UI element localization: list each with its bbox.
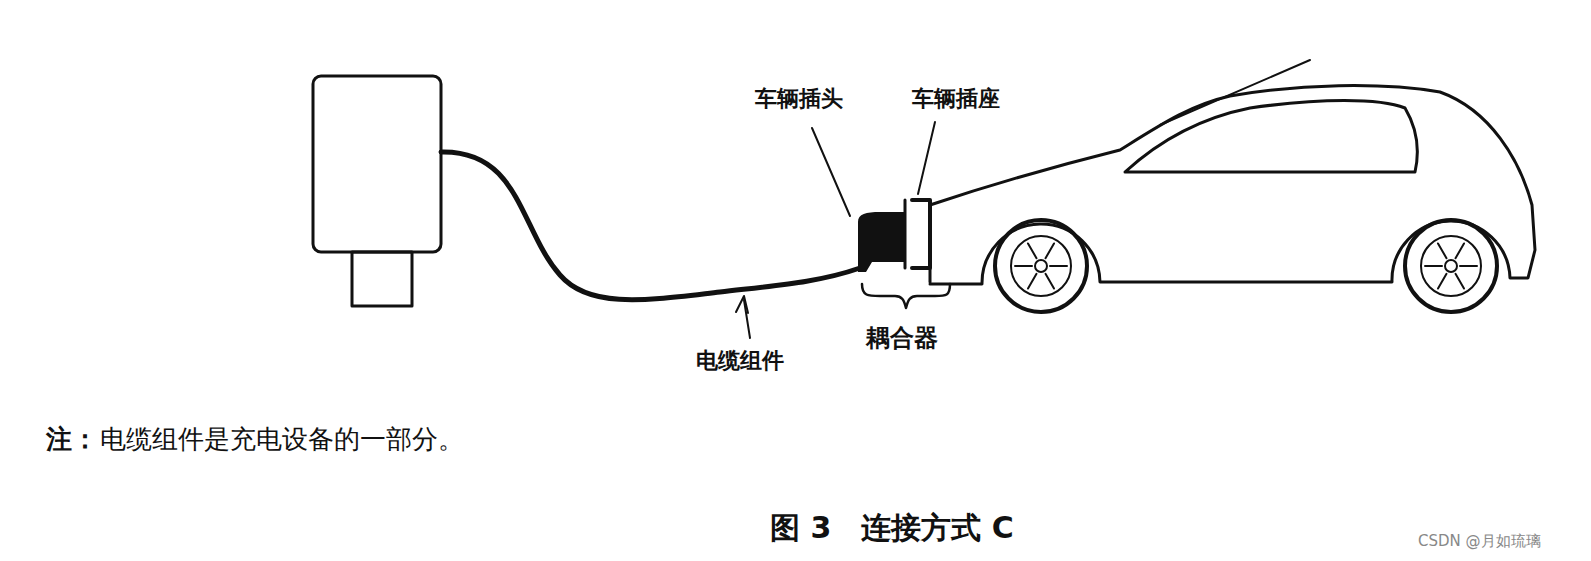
hub: [1445, 260, 1457, 272]
charger-box: [313, 76, 441, 252]
charger-base: [352, 252, 412, 306]
part-label: 耦合器: [866, 322, 938, 354]
spoke: [1438, 274, 1447, 289]
part-label: 车辆插头: [755, 84, 843, 114]
leader-line: [918, 122, 935, 194]
spoke: [1015, 265, 1032, 267]
antenna: [1160, 60, 1310, 125]
coupler-brace: [862, 284, 950, 308]
figure-caption: 图 3 连接方式 C: [770, 508, 1014, 549]
spoke: [1046, 243, 1055, 258]
spoke: [1046, 274, 1055, 289]
vehicle-plug: [858, 212, 905, 272]
spoke: [1050, 265, 1067, 267]
note-text: 电缆组件是充电设备的一部分。: [100, 422, 464, 457]
part-label: 车辆插座: [912, 84, 1000, 114]
spoke: [1425, 265, 1442, 267]
rim: [1011, 236, 1071, 296]
tyre: [995, 220, 1087, 312]
rim: [1421, 236, 1481, 296]
car-window: [1125, 101, 1418, 173]
vehicle-socket: [912, 200, 930, 268]
car-body: [930, 86, 1535, 284]
tyre: [1405, 220, 1497, 312]
hub: [1035, 260, 1047, 272]
part-label: 电缆组件: [696, 346, 784, 376]
spoke: [1438, 243, 1447, 258]
cable: [441, 152, 860, 300]
leader-line: [812, 128, 850, 216]
spoke: [1456, 274, 1465, 289]
leader-arrow: [736, 296, 748, 313]
spoke: [1028, 243, 1037, 258]
spoke: [1456, 243, 1465, 258]
spoke: [1460, 265, 1477, 267]
watermark: CSDN @月如琉璃: [1418, 532, 1541, 551]
spoke: [1028, 274, 1037, 289]
note-label: 注：: [46, 422, 98, 457]
